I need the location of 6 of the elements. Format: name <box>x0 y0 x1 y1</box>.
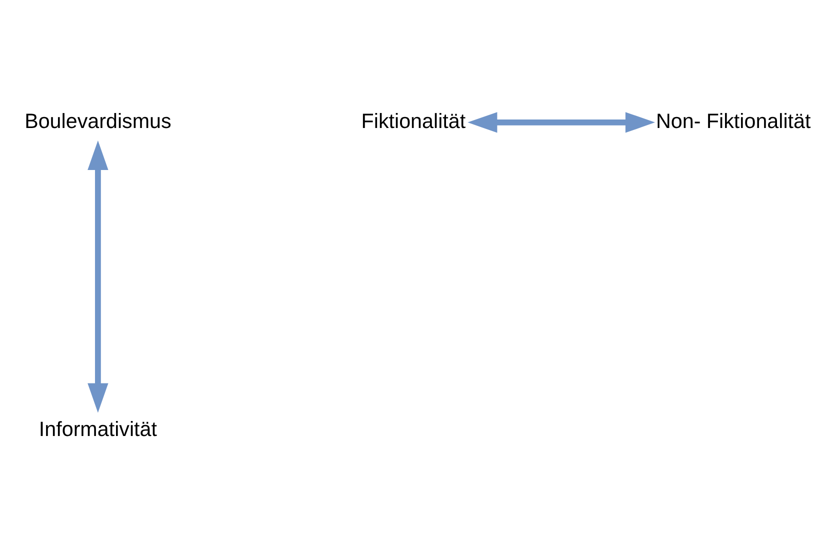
arrow <box>88 140 108 412</box>
node-text: Informativität <box>38 418 157 441</box>
arrow <box>468 112 656 132</box>
node-text: Fiktionalität <box>361 109 466 132</box>
node-text: Non- Fiktionalität <box>656 109 811 132</box>
node-text: Boulevardismus <box>24 109 172 132</box>
